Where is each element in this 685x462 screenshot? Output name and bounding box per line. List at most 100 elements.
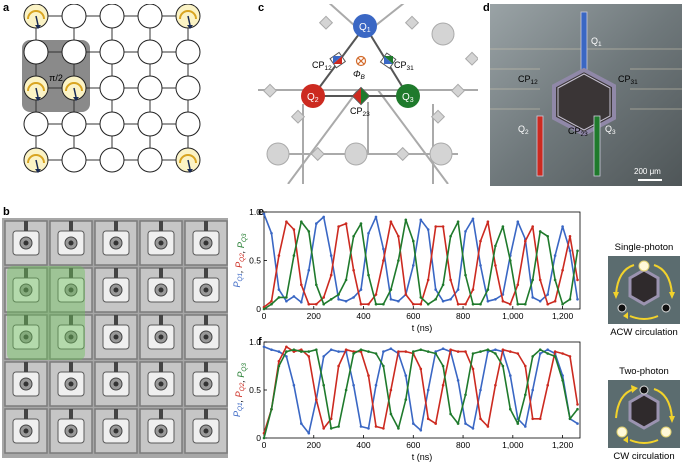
data-point xyxy=(524,302,527,306)
lattice-node xyxy=(23,39,49,65)
data-point xyxy=(464,302,467,306)
panel-label-a: a xyxy=(3,2,10,14)
data-point xyxy=(568,417,572,421)
data-point xyxy=(389,388,393,392)
data-point xyxy=(486,425,490,428)
data-point xyxy=(494,298,497,301)
panel-label-b: b xyxy=(3,206,10,218)
data-point xyxy=(382,302,385,306)
lattice-node xyxy=(61,39,87,65)
data-point xyxy=(367,350,370,353)
data-point xyxy=(449,348,452,351)
data-point xyxy=(359,288,363,291)
data-point xyxy=(270,302,273,306)
data-point xyxy=(315,398,318,401)
qubit-state-icon xyxy=(27,154,45,164)
data-point xyxy=(404,350,408,353)
data-point xyxy=(367,273,370,277)
cp31-label: CP31 xyxy=(394,60,414,72)
y-tick-label: 0 xyxy=(256,433,261,443)
data-point xyxy=(471,288,475,291)
data-point xyxy=(412,422,415,425)
data-point xyxy=(389,288,393,291)
data-point xyxy=(367,374,370,377)
data-point xyxy=(292,350,296,353)
data-point xyxy=(352,268,355,272)
q2-node xyxy=(301,84,325,108)
data-point xyxy=(501,225,505,228)
data-point xyxy=(404,374,408,377)
data-point xyxy=(329,427,333,430)
data-point xyxy=(262,212,266,216)
data-point xyxy=(270,407,273,411)
lattice-node xyxy=(175,111,201,137)
lattice-node xyxy=(137,4,163,29)
data-point xyxy=(479,302,482,306)
x-tick-label: 800 xyxy=(456,440,470,450)
data-point xyxy=(576,403,579,406)
data-point xyxy=(464,350,467,353)
data-point xyxy=(382,364,385,368)
data-point xyxy=(538,299,542,303)
circulation-arrow xyxy=(629,315,659,320)
data-point xyxy=(352,383,355,387)
data-point xyxy=(270,348,273,351)
data-point xyxy=(404,398,408,401)
data-point xyxy=(426,228,430,231)
data-point xyxy=(464,393,467,397)
data-point xyxy=(262,307,266,311)
q3-node xyxy=(396,84,420,108)
data-point xyxy=(322,427,325,430)
data-point xyxy=(441,283,445,287)
data-point xyxy=(449,298,452,301)
data-point xyxy=(426,350,430,353)
data-point xyxy=(426,417,430,421)
lattice-node xyxy=(137,111,163,137)
data-point xyxy=(434,422,437,425)
x-tick-label: 1,200 xyxy=(552,311,574,321)
data-point xyxy=(576,407,579,411)
data-point xyxy=(486,348,490,351)
data-point xyxy=(397,235,400,238)
data-point xyxy=(479,264,482,267)
cp31-symbol xyxy=(379,52,397,70)
data-point xyxy=(576,422,579,425)
lattice-elements xyxy=(262,15,478,166)
data-point xyxy=(359,350,363,353)
data-point xyxy=(307,431,311,435)
data-point xyxy=(456,379,460,382)
data-point xyxy=(367,427,370,430)
data-point xyxy=(382,247,385,251)
data-point xyxy=(322,355,325,358)
data-point xyxy=(494,352,497,355)
circulation-arrow xyxy=(615,264,635,295)
data-point xyxy=(538,230,542,233)
lattice-node xyxy=(61,147,87,173)
data-point xyxy=(389,347,393,350)
data-point xyxy=(374,425,378,428)
data-point xyxy=(441,383,445,387)
data-point xyxy=(277,288,281,291)
data-point xyxy=(553,350,557,353)
data-point xyxy=(501,299,505,303)
data-point xyxy=(441,299,445,303)
data-point xyxy=(471,217,475,221)
data-point xyxy=(464,273,467,277)
data-point xyxy=(479,239,482,243)
data-point xyxy=(307,230,311,233)
data-point xyxy=(419,302,423,306)
y-tick-label: 1.0 xyxy=(249,338,261,347)
panel-label-e: e xyxy=(258,206,265,218)
data-point xyxy=(456,288,460,291)
d-cp12-label: CP12 xyxy=(518,74,538,86)
panel-label-c: c xyxy=(258,2,265,14)
panel-d-micrograph: Q1 CP12 CP31 Q2 Q3 CP23 200 μm xyxy=(490,4,682,186)
x-tick-label: 1,200 xyxy=(552,440,574,450)
lattice-node xyxy=(99,147,125,173)
data-point xyxy=(367,302,370,306)
data-point xyxy=(307,355,311,358)
data-point xyxy=(389,220,393,223)
x-tick-label: 200 xyxy=(307,311,321,321)
lattice-node xyxy=(99,39,125,65)
